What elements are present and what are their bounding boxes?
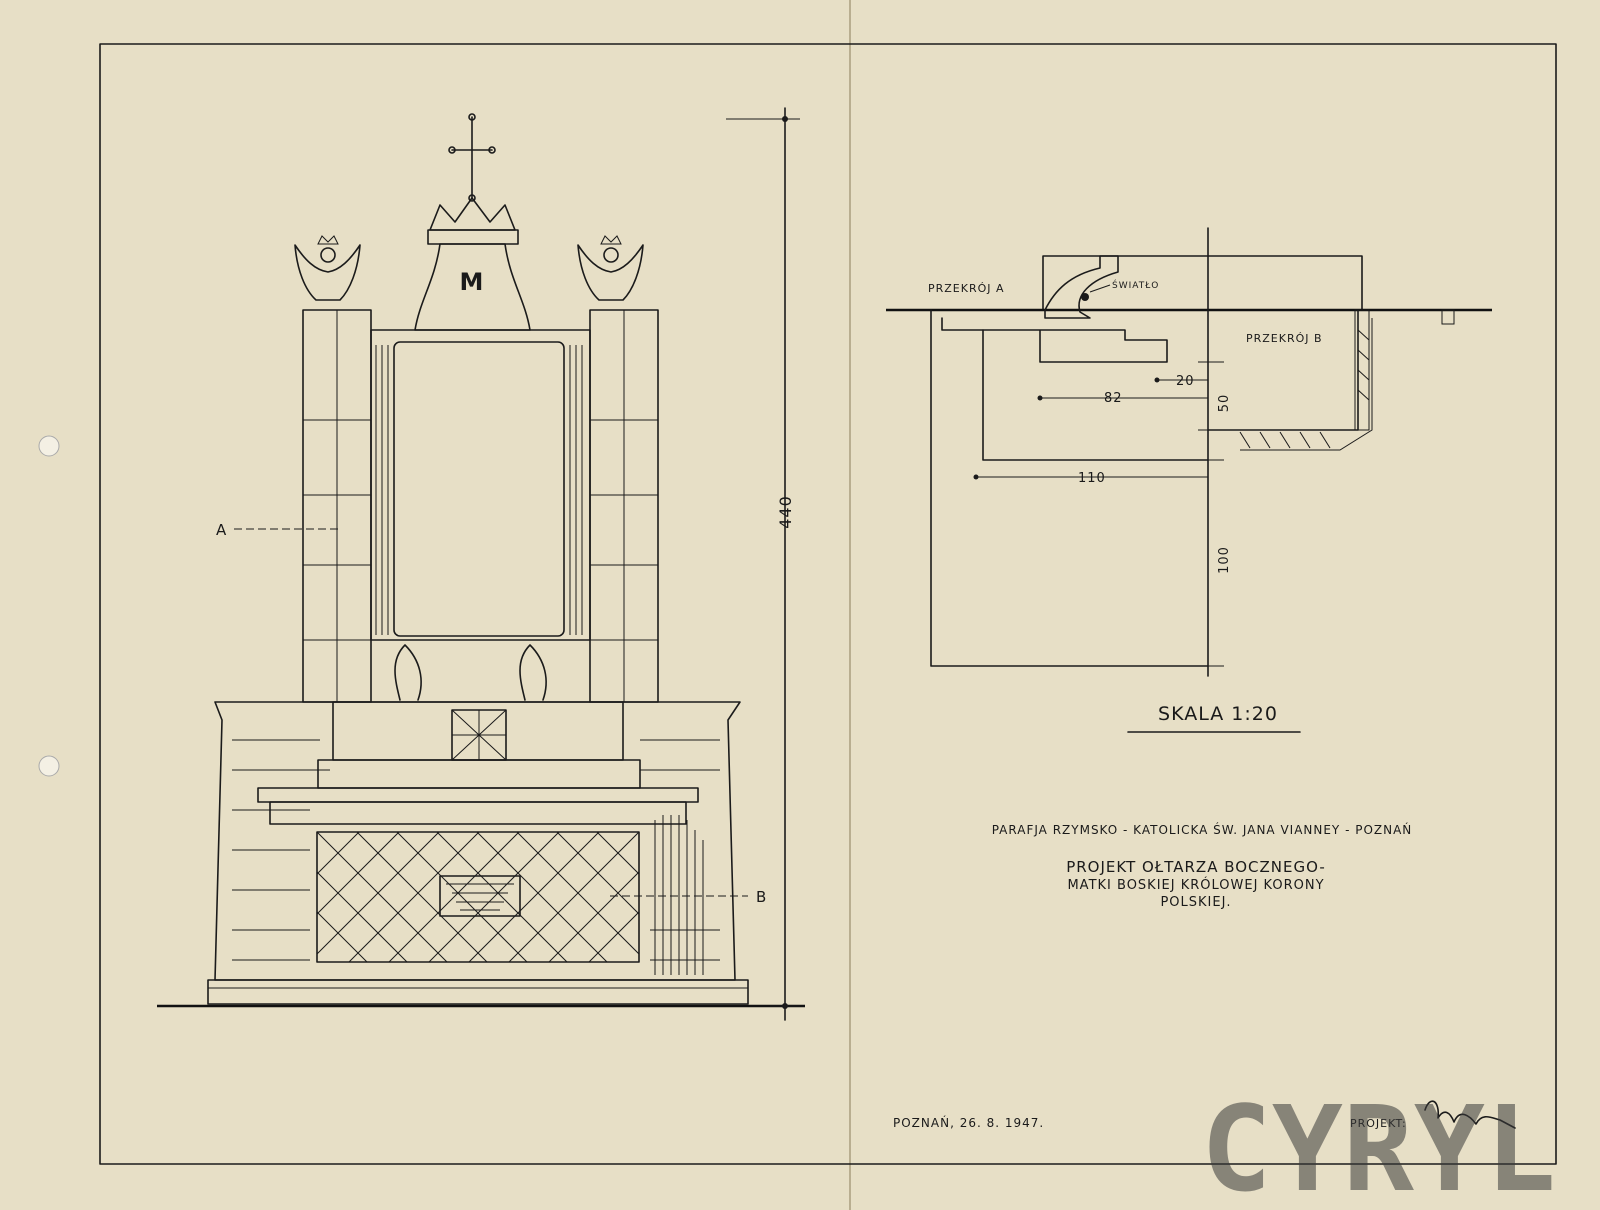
- plan-section: PRZEKRÓJ A ŚWIATŁO PRZEKRÓJ B 20 82 50 1…: [886, 227, 1492, 733]
- section-a-marker: A: [216, 521, 227, 539]
- przekroj-b-label: PRZEKRÓJ B: [1246, 332, 1323, 345]
- eagle-icon: [294, 235, 361, 301]
- dim-label-110: 110: [1078, 471, 1106, 486]
- parish-name: PARAFJA RZYMSKO - KATOLICKA ŚW. JANA VIA…: [992, 822, 1413, 837]
- altar-gradine: [317, 759, 641, 789]
- scale-label: SKALA 1:20: [1158, 703, 1278, 725]
- dim-label-20: 20: [1176, 374, 1195, 389]
- height-dimension-label: 440: [776, 495, 795, 529]
- altar-mensa-frieze: [269, 801, 687, 825]
- dim-label-82: 82: [1104, 391, 1123, 406]
- altar-elevation: M A B 440: [157, 107, 805, 1021]
- pillar-panels: [303, 310, 658, 702]
- flower-ornament-right: [519, 644, 547, 701]
- dim-label-50: 50: [1217, 394, 1232, 413]
- swiatlo-label: ŚWIATŁO: [1112, 279, 1159, 291]
- altar-mensa: [257, 787, 699, 803]
- wood-grain-right: [640, 739, 720, 961]
- binder-hole-top: [38, 435, 60, 457]
- project-title-line1: PROJEKT OŁTARZA BOCZNEGO-: [1066, 858, 1326, 876]
- inscription-plaque: [439, 875, 521, 917]
- antependium: [316, 831, 640, 963]
- wood-grain-left: [232, 739, 330, 961]
- crown-icon: M: [414, 197, 531, 331]
- cross-icon: [448, 113, 496, 202]
- altar-picture-opening: [393, 341, 565, 637]
- altar-base-step: [207, 979, 749, 1005]
- drawing-date: POZNAŃ, 26. 8. 1947.: [893, 1115, 1044, 1130]
- svg-text:M: M: [460, 268, 485, 296]
- dim-label-100: 100: [1217, 546, 1232, 574]
- projekt-label: PROJEKT:: [1350, 1117, 1407, 1130]
- project-title-line3: POLSKIEJ.: [1160, 895, 1231, 910]
- signature-icon: [1424, 1100, 1516, 1129]
- shadow-hatching: [654, 815, 704, 975]
- binder-hole-bottom: [38, 755, 60, 777]
- altar-lower-body: [214, 701, 741, 981]
- frame-hatching: [375, 345, 583, 635]
- diamond-pattern: [316, 831, 640, 963]
- eagle-icon: [577, 235, 644, 301]
- section-b-marker: B: [756, 888, 767, 906]
- border-frame: [99, 43, 1557, 1165]
- retable-frame: [370, 329, 591, 641]
- light-fixture: [1044, 255, 1119, 319]
- watermark: CYRYL: [1201, 1080, 1556, 1210]
- title-block: PARAFJA RZYMSKO - KATOLICKA ŚW. JANA VIA…: [893, 822, 1516, 1130]
- flower-ornament-left: [394, 644, 422, 701]
- project-title-line2: MATKI BOSKIEJ KRÓLOWEJ KORONY: [1067, 877, 1324, 893]
- przekroj-a-label: PRZEKRÓJ A: [928, 282, 1005, 295]
